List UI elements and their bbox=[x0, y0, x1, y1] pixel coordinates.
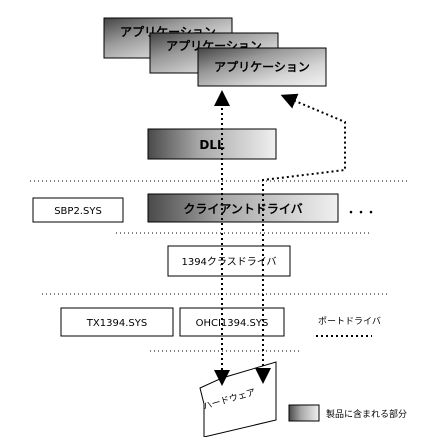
ohci-label: OHCI1394.SYS bbox=[196, 318, 269, 329]
tx1394-label: TX1394.SYS bbox=[86, 318, 147, 329]
port-driver-label: ポートドライバ bbox=[318, 316, 381, 327]
legend-swatch bbox=[288, 404, 320, 422]
ohci-box: OHCI1394.SYS bbox=[179, 307, 285, 337]
client-driver-label: クライアントドライバ bbox=[183, 202, 302, 216]
dll-box: DLL bbox=[147, 128, 277, 160]
sbp2-box: SBP2.SYS bbox=[32, 197, 124, 223]
legend-label: 製品に含まれる部分 bbox=[326, 408, 407, 420]
tx1394-box: TX1394.SYS bbox=[60, 307, 174, 337]
sbp2-label: SBP2.SYS bbox=[54, 206, 102, 217]
legend: 製品に含まれる部分 bbox=[288, 404, 407, 422]
arrow-hardware-to-app bbox=[255, 93, 346, 384]
client-driver-ellipsis: ・・・ bbox=[346, 208, 376, 219]
app-box-3-label: アプリケーション bbox=[214, 59, 310, 74]
class-driver-box: 1394クラスドライバ bbox=[167, 245, 291, 277]
class-driver-label: 1394クラスドライバ bbox=[181, 256, 276, 268]
app-box-3: アプリケーション bbox=[197, 47, 327, 87]
client-driver-box: クライアントドライバ bbox=[147, 193, 339, 223]
hardware-box: ハードウェア bbox=[199, 361, 277, 438]
